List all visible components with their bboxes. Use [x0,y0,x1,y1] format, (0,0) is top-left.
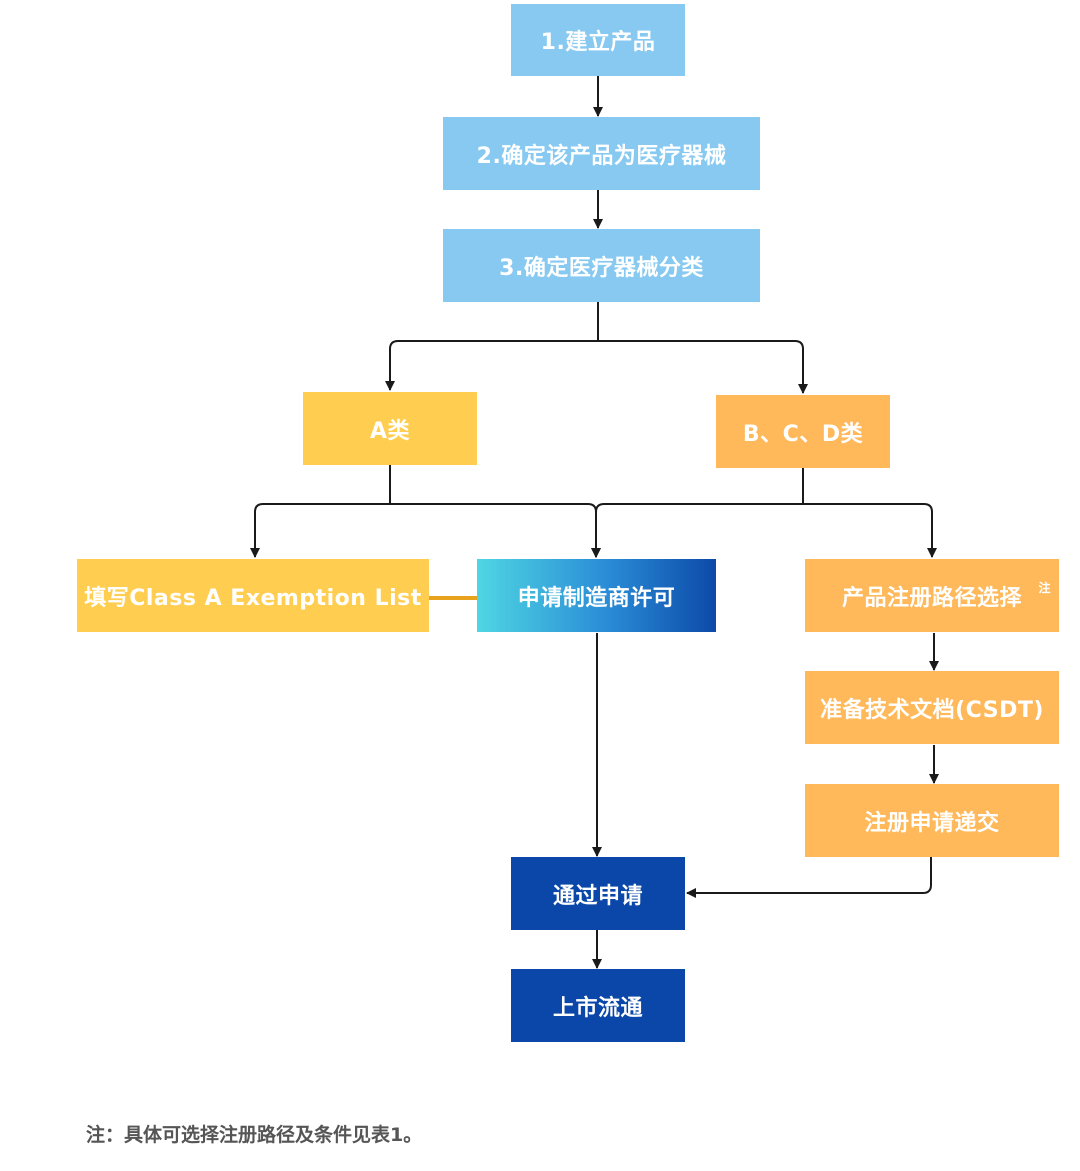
result-approved: 通过申请 [511,857,685,930]
action-class-a-exemption: 填写Class A Exemption List [77,559,429,632]
step-confirm-medical-device: 2.确定该产品为医疗器械 [443,117,760,190]
step-create-product: 1.建立产品 [511,4,685,76]
arrow-class-bcd-to-route [803,503,937,558]
result-market: 上市流通 [511,969,685,1042]
arrow-class-bcd-to-license [591,503,803,558]
action-registration-route: 产品注册路径选择 注 [805,559,1059,632]
branch-class-a: A类 [303,392,477,465]
result-market-label: 上市流通 [552,995,643,1021]
arrow-split-to-class-a [385,340,598,391]
action-class-a-exemption-label: 填写Class A Exemption List [84,585,422,611]
branch-class-bcd: B、C、D类 [716,395,890,468]
footnote: 注：具体可选择注册路径及条件见表1。 [86,1124,423,1146]
action-prepare-csdt: 准备技术文档(CSDT) [805,671,1059,744]
branch-class-bcd-label: B、C、D类 [742,421,864,447]
action-prepare-csdt-label: 准备技术文档(CSDT) [820,697,1044,723]
arrow-submit-to-approved [686,857,932,898]
action-submit-registration-label: 注册申请递交 [864,810,1000,836]
action-manufacturer-license-label: 申请制造商许可 [517,585,676,611]
arrow-split-to-class-bcd [598,340,808,394]
result-approved-label: 通过申请 [552,883,643,909]
step-confirm-classification: 3.确定医疗器械分类 [443,229,760,302]
arrow-class-a-to-license [390,503,601,558]
arrow-class-a-to-exemption [250,503,390,558]
action-manufacturer-license: 申请制造商许可 [477,559,716,632]
branch-class-a-label: A类 [369,418,411,444]
action-registration-route-label: 产品注册路径选择 [841,585,1022,611]
step-confirm-classification-label: 3.确定医疗器械分类 [499,255,704,281]
step-create-product-label: 1.建立产品 [540,30,656,55]
step-confirm-medical-device-label: 2.确定该产品为医疗器械 [476,143,727,169]
note-mark: 注 [1038,581,1051,595]
action-submit-registration: 注册申请递交 [805,784,1059,857]
